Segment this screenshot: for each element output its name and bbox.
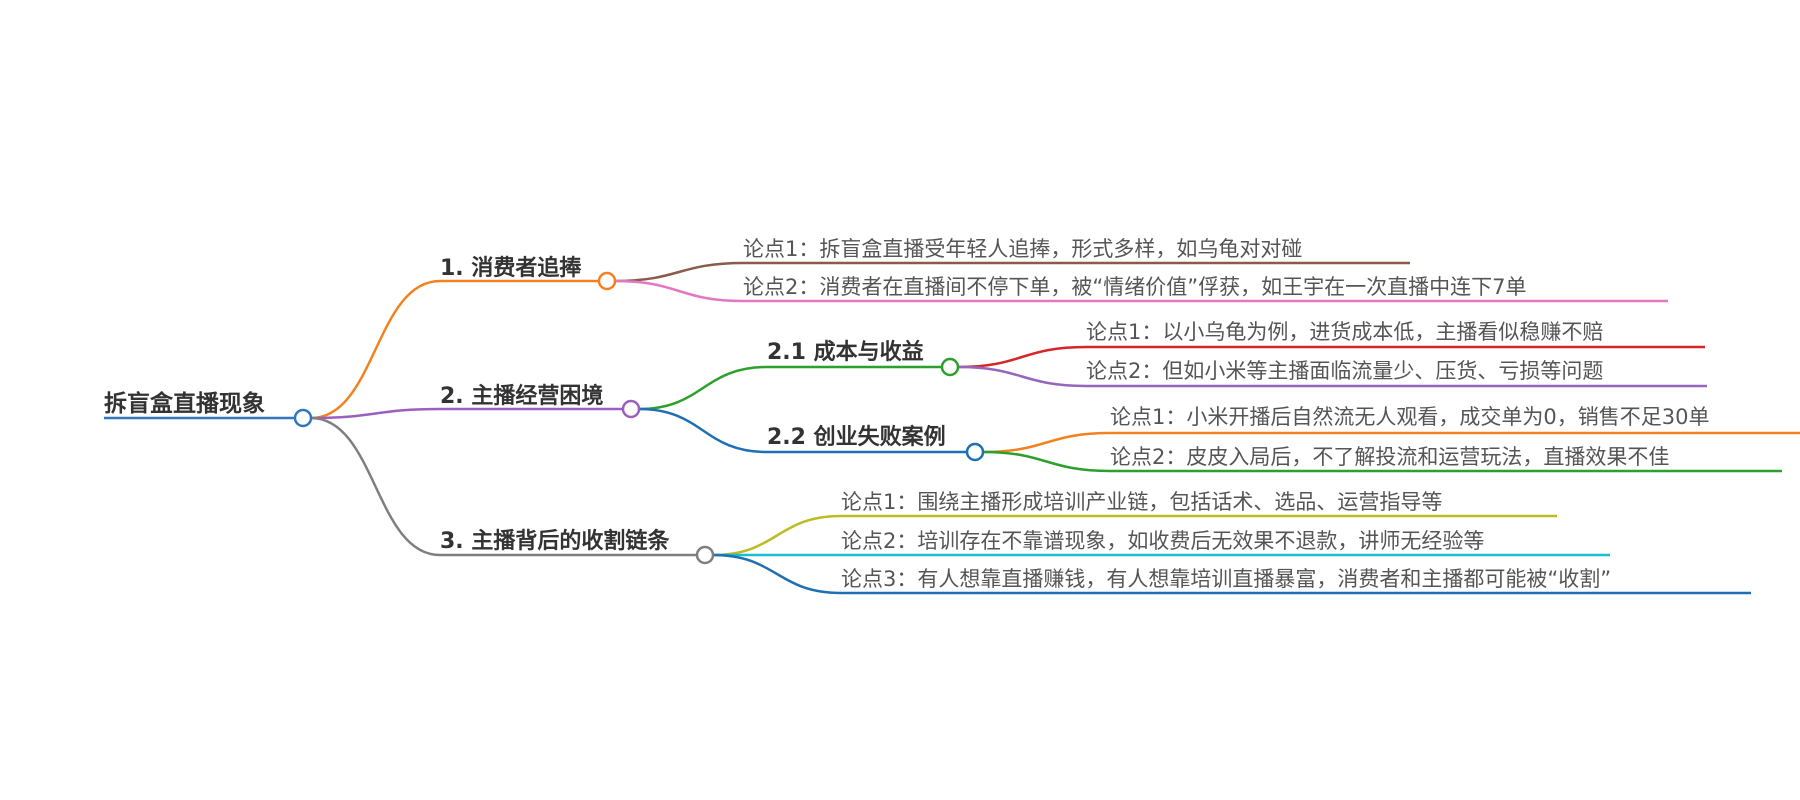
- branch-label: 3. 主播背后的收割链条: [440, 528, 670, 554]
- branch-label: 1. 消费者追捧: [440, 255, 582, 281]
- subbranch-2-2-collapse-toggle[interactable]: [965, 442, 985, 462]
- connector-curve: [614, 261, 744, 283]
- connector-curve: [638, 407, 768, 454]
- branch-3-node[interactable]: 3. 主播背后的收割链条: [440, 528, 715, 565]
- connector-curve: [310, 279, 441, 420]
- subbranch-2-1-leaf-1[interactable]: 论点1：以小乌龟为例，进货成本低，主播看似稳赚不赔: [1086, 320, 1705, 349]
- connector-lines: [310, 261, 1111, 595]
- leaf-label: 论点3：有人想靠直播赚钱，有人想靠培训直播暴富，消费者和主播都可能被“收割”: [841, 567, 1611, 591]
- leaf-label: 论点2：消费者在直播间不停下单，被“情绪价值”俘获，如王宇在一次直播中连下7单: [743, 275, 1526, 299]
- connector-curve: [957, 345, 1087, 369]
- connector-curve: [982, 450, 1111, 473]
- branch-3-leaf-1[interactable]: 论点1：围绕主播形成培训产业链，包括话术、选品、运营指导等: [841, 490, 1557, 518]
- subbranch-2-2-node[interactable]: 2.2 创业失败案例: [767, 424, 985, 462]
- leaf-label: 论点1：以小乌龟为例，进货成本低，主播看似稳赚不赔: [1086, 320, 1603, 344]
- branch-1-node[interactable]: 1. 消费者追捧: [440, 255, 617, 291]
- root-label: 拆盲盒直播现象: [104, 390, 265, 417]
- connector-curve: [957, 365, 1087, 388]
- connector-curve: [982, 431, 1111, 454]
- subbranch-2-1-collapse-toggle[interactable]: [940, 357, 960, 377]
- branch-3-collapse-toggle[interactable]: [695, 545, 715, 565]
- connector-curve: [614, 279, 744, 303]
- leaf-label: 论点1：围绕主播形成培训产业链，包括话术、选品、运营指导等: [841, 490, 1442, 514]
- connector-curve: [638, 365, 768, 411]
- subbranch-label: 2.2 创业失败案例: [767, 424, 946, 450]
- root-collapse-toggle[interactable]: [293, 408, 313, 428]
- branch-3-leaf-2[interactable]: 论点2：培训存在不靠谱现象，如收费后无效果不退款，讲师无经验等: [841, 529, 1610, 557]
- connector-curve: [310, 407, 441, 420]
- branch-1-leaf-1[interactable]: 论点1：拆盲盒直播受年轻人追捧，形式多样，如乌龟对对碰: [743, 237, 1410, 265]
- subbranch-2-2-leaf-1[interactable]: 论点1：小米开播后自然流无人观看，成交单为0，销售不足30单: [1110, 405, 1800, 435]
- subbranch-2-1-node[interactable]: 2.1 成本与收益: [767, 339, 960, 377]
- connector-curve: [310, 416, 441, 557]
- branch-2-node[interactable]: 2. 主播经营困境: [440, 383, 641, 419]
- leaf-label: 论点2：皮皮入局后，不了解投流和运营玩法，直播效果不佳: [1110, 445, 1669, 469]
- branch-2-collapse-toggle[interactable]: [621, 399, 641, 419]
- branch-1-collapse-toggle[interactable]: [597, 271, 617, 291]
- branch-1-leaf-2[interactable]: 论点2：消费者在直播间不停下单，被“情绪价值”俘获，如王宇在一次直播中连下7单: [743, 275, 1668, 303]
- connector-curve: [712, 514, 842, 557]
- branch-label: 2. 主播经营困境: [440, 383, 603, 409]
- connector-curve: [712, 553, 842, 595]
- leaf-label: 论点1：小米开播后自然流无人观看，成交单为0，销售不足30单: [1110, 405, 1709, 429]
- root-node[interactable]: 拆盲盒直播现象: [104, 390, 313, 428]
- leaf-label: 论点2：培训存在不靠谱现象，如收费后无效果不退款，讲师无经验等: [841, 529, 1484, 553]
- leaf-label: 论点2：但如小米等主播面临流量少、压货、亏损等问题: [1086, 359, 1603, 383]
- branch-3-leaf-3[interactable]: 论点3：有人想靠直播赚钱，有人想靠培训直播暴富，消费者和主播都可能被“收割”: [841, 567, 1751, 595]
- subbranch-label: 2.1 成本与收益: [767, 339, 924, 365]
- leaf-label: 论点1：拆盲盒直播受年轻人追捧，形式多样，如乌龟对对碰: [743, 237, 1302, 261]
- subbranch-2-2-leaf-2[interactable]: 论点2：皮皮入局后，不了解投流和运营玩法，直播效果不佳: [1110, 445, 1782, 473]
- subbranch-2-1-leaf-2[interactable]: 论点2：但如小米等主播面临流量少、压货、亏损等问题: [1086, 359, 1707, 388]
